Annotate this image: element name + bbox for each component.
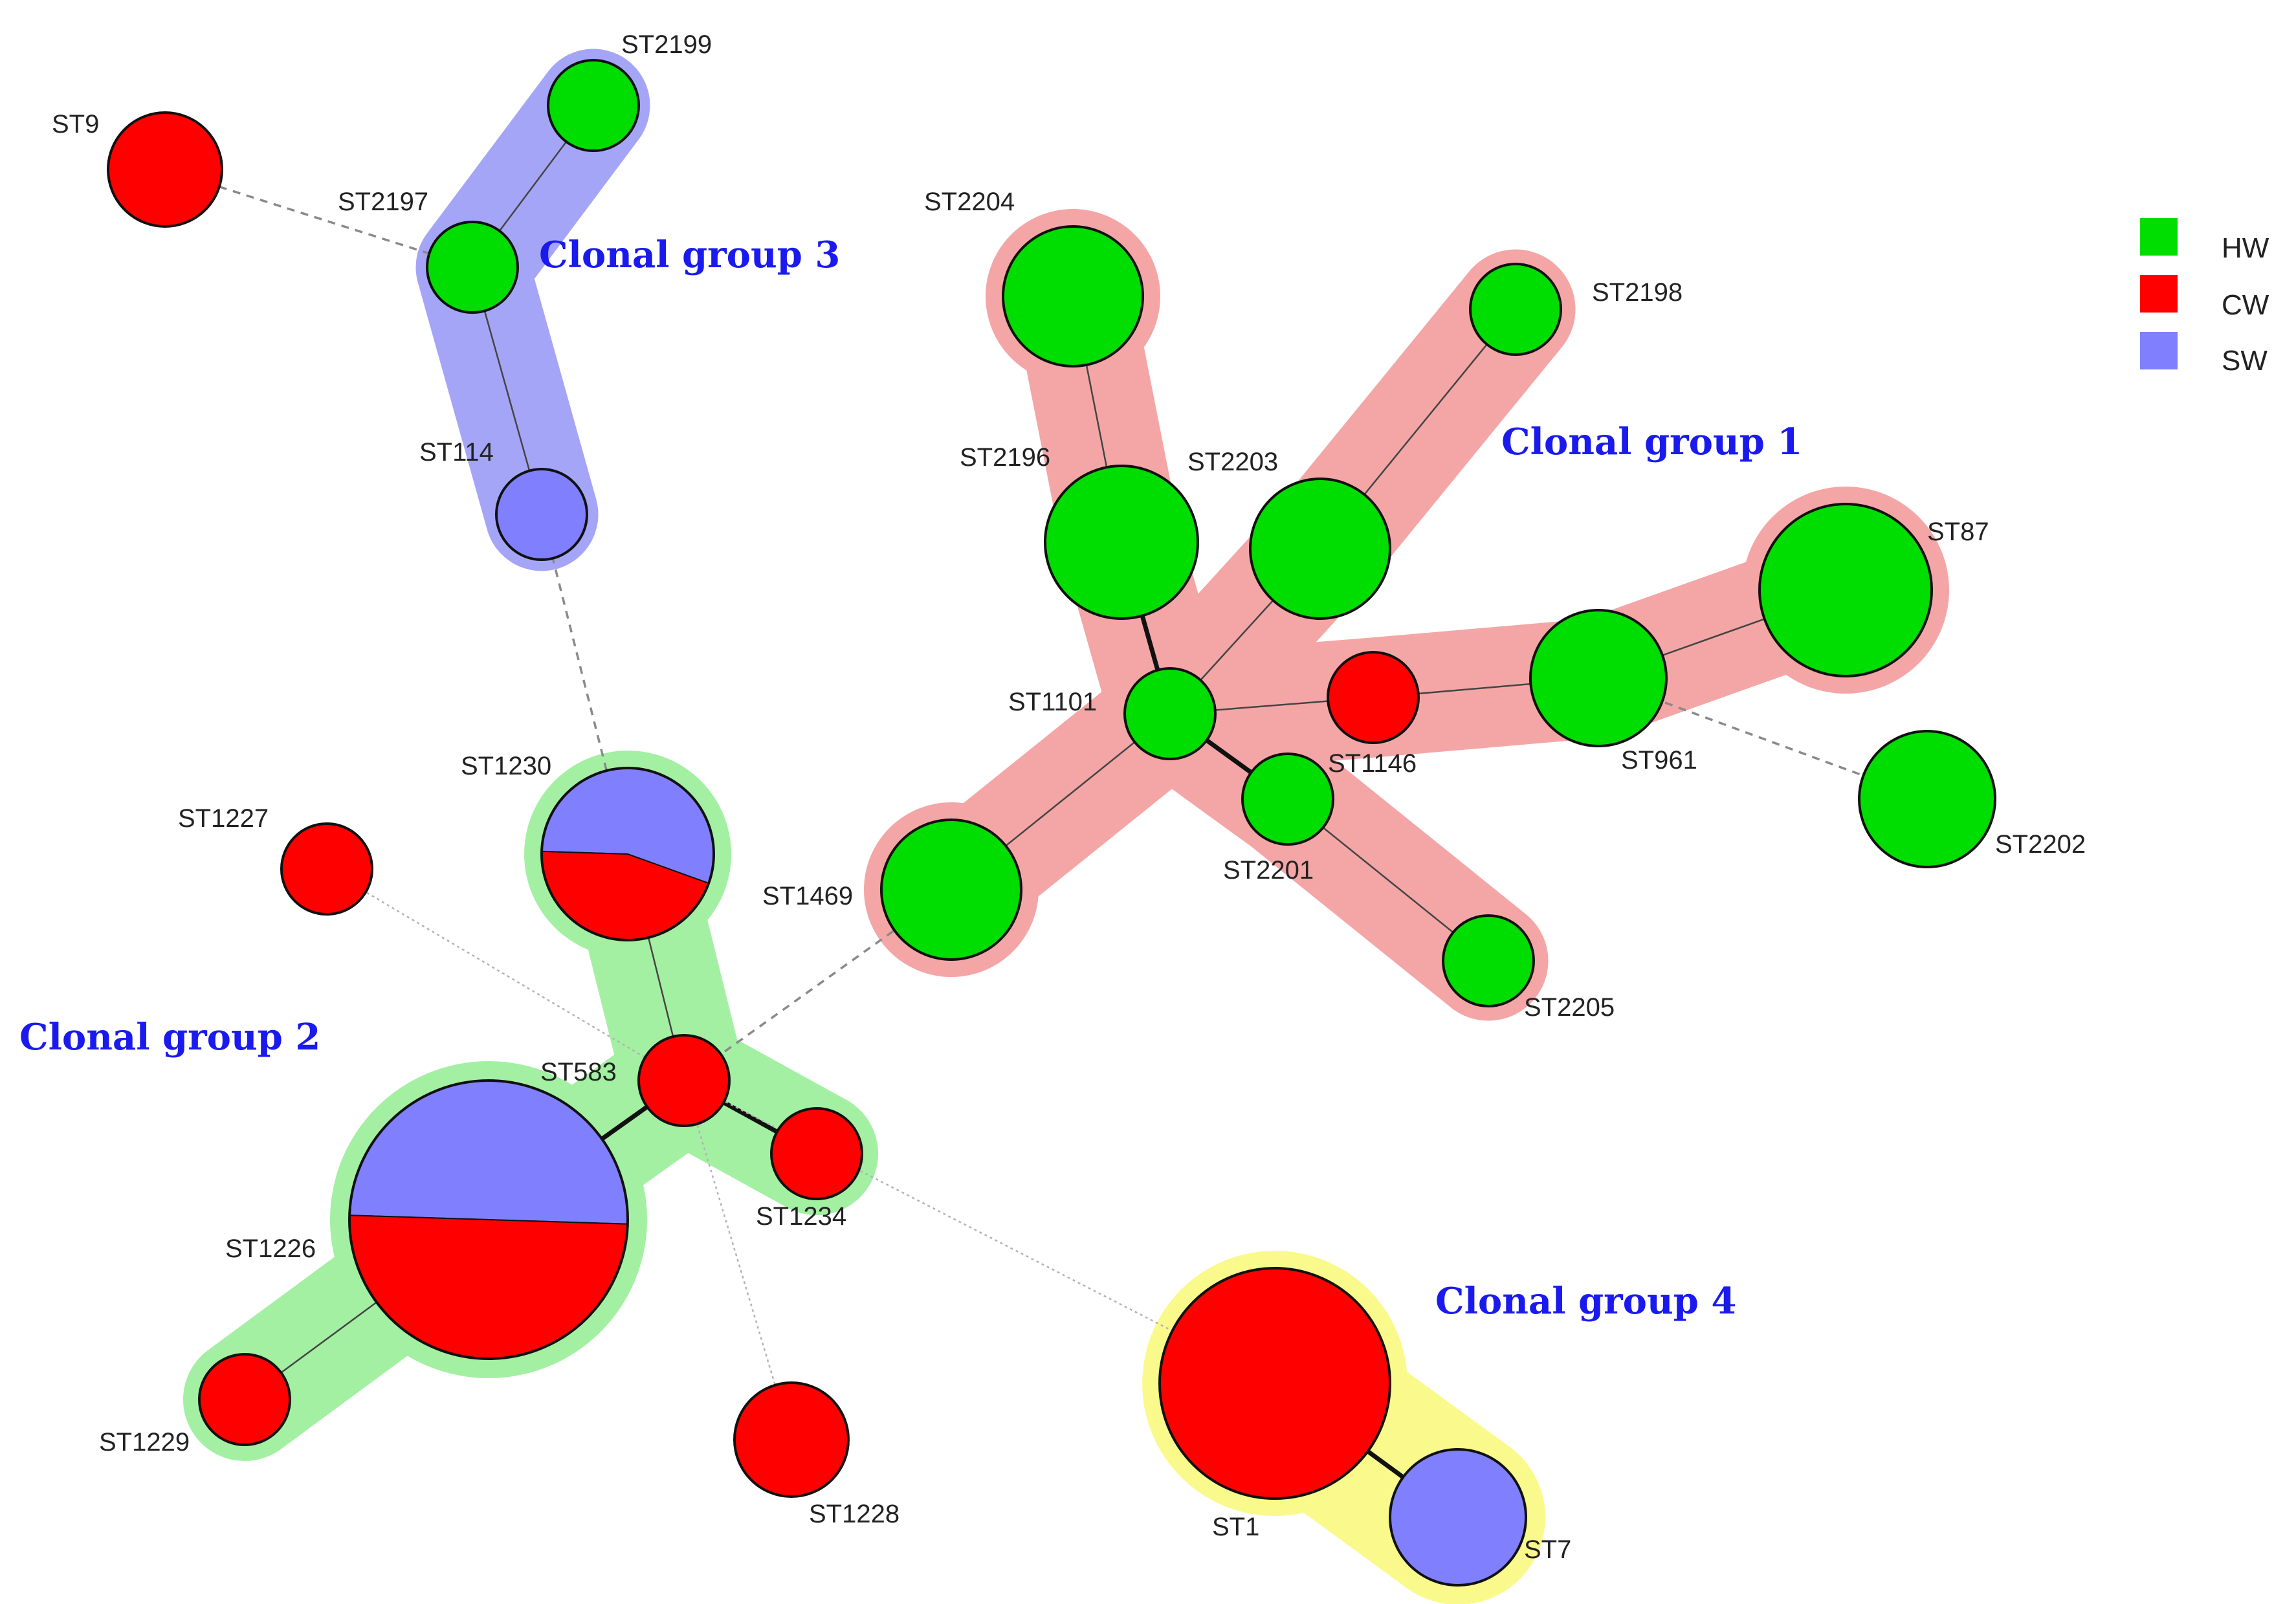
node-st2196 <box>1044 465 1199 620</box>
node-st1226 <box>348 1079 629 1360</box>
node-label-st961: ST961 <box>1621 746 1697 775</box>
node-label-st2205: ST2205 <box>1524 993 1615 1022</box>
node-label-st114: ST114 <box>419 438 494 467</box>
node-st961 <box>1529 609 1668 747</box>
node-label-st2201: ST2201 <box>1223 856 1314 884</box>
node-st1226-outline <box>348 1079 629 1360</box>
node-label-st2197: ST2197 <box>338 188 428 216</box>
legend-swatch-cw <box>2140 275 2178 313</box>
legend-swatch-sw <box>2140 332 2178 369</box>
node-st2204 <box>1002 225 1144 368</box>
node-label-st1229: ST1229 <box>99 1428 190 1456</box>
node-label-st2204: ST2204 <box>924 188 1015 216</box>
legend: HW CW SW <box>2140 218 2269 377</box>
legend-label-hw: HW <box>2222 232 2269 264</box>
node-label-st1226: ST1226 <box>225 1235 316 1263</box>
node-st9 <box>107 111 223 228</box>
node-st114 <box>495 468 588 561</box>
group-label-1: Clonal group 1 <box>1501 421 1802 463</box>
node-label-st1469: ST1469 <box>762 882 853 910</box>
group-label-3: Clonal group 3 <box>539 234 840 276</box>
node-st87 <box>1758 503 1933 677</box>
legend-label-cw: CW <box>2222 289 2269 321</box>
node-st7 <box>1389 1448 1527 1587</box>
node-label-st583: ST583 <box>540 1058 617 1086</box>
node-st1101 <box>1123 667 1217 760</box>
node-label-st2202: ST2202 <box>1995 830 2086 859</box>
node-st2203 <box>1249 478 1391 620</box>
node-st1234 <box>770 1107 863 1200</box>
node-st2201 <box>1241 753 1334 846</box>
node-label-st2199: ST2199 <box>621 30 712 59</box>
node-st1230 <box>540 767 715 941</box>
node-st2199 <box>547 59 640 152</box>
group-label-4: Clonal group 4 <box>1435 1280 1736 1323</box>
node-label-st7: ST7 <box>1524 1535 1571 1564</box>
node-st2205 <box>1442 914 1535 1007</box>
node-label-st1227: ST1227 <box>178 804 269 833</box>
node-st583 <box>637 1034 731 1127</box>
node-label-st1101: ST1101 <box>1008 688 1097 716</box>
node-st1228 <box>733 1381 850 1498</box>
node-st1 <box>1158 1267 1391 1500</box>
nodes-layer <box>107 59 1996 1587</box>
node-label-st87: ST87 <box>1927 518 1989 546</box>
node-label-st1234: ST1234 <box>756 1202 846 1231</box>
group-label-2: Clonal group 2 <box>19 1016 320 1059</box>
node-st1230-outline <box>540 767 715 941</box>
edge-ST1227-ST583 <box>326 868 685 1082</box>
node-st2198 <box>1469 263 1562 356</box>
edge-ST583-ST1228 <box>683 1080 793 1440</box>
node-label-st2203: ST2203 <box>1187 448 1278 476</box>
legend-label-sw: SW <box>2222 345 2268 377</box>
node-st2202 <box>1858 730 1996 868</box>
node-label-st1: ST1 <box>1212 1513 1259 1541</box>
node-label-st2198: ST2198 <box>1592 278 1683 307</box>
node-st1469 <box>880 818 1022 961</box>
legend-swatch-hw <box>2140 218 2178 256</box>
node-label-st9: ST9 <box>52 110 99 138</box>
node-label-st2196: ST2196 <box>960 443 1050 472</box>
node-st1229 <box>198 1353 291 1446</box>
node-st1146 <box>1327 651 1420 744</box>
edge-ST9-ST2197 <box>164 168 473 269</box>
node-label-st1230: ST1230 <box>461 752 551 780</box>
node-label-st1146: ST1146 <box>1328 749 1417 778</box>
node-st1227 <box>280 822 373 916</box>
node-label-st1228: ST1228 <box>809 1500 900 1528</box>
node-st2197 <box>426 221 519 314</box>
edge-ST1469-ST583 <box>683 888 953 1082</box>
